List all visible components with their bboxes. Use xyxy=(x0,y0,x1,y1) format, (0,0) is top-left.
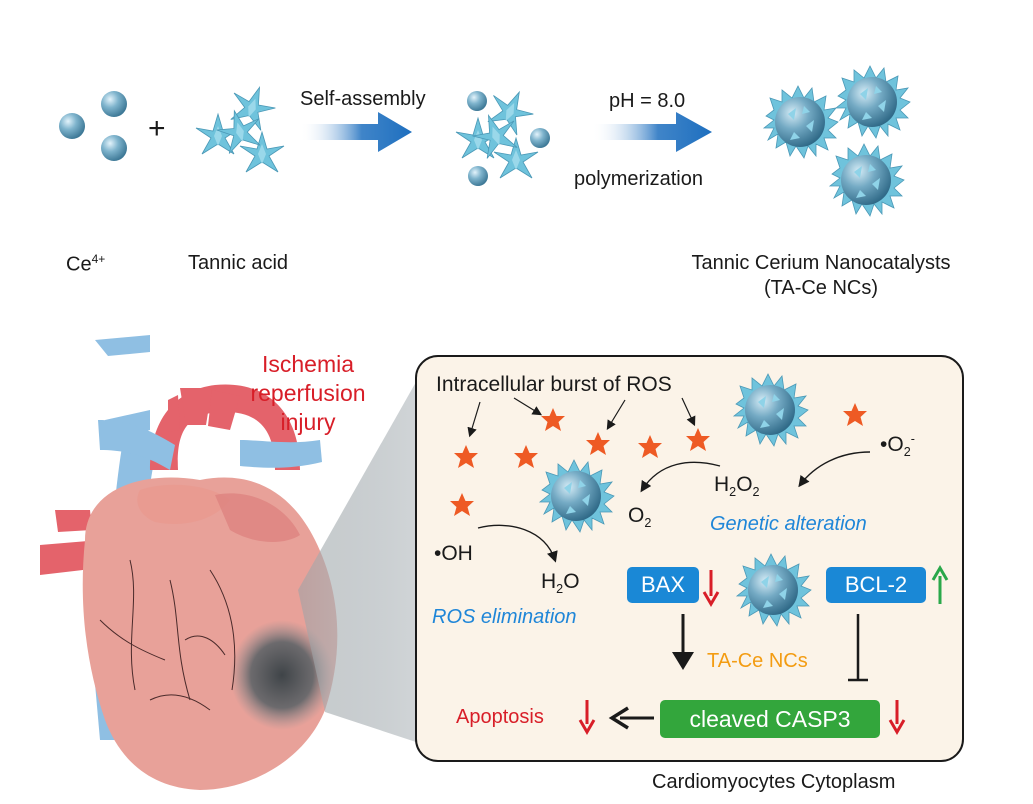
water-label: H2O xyxy=(541,570,580,597)
superoxide-to-h2o2-arrow xyxy=(798,451,871,488)
cytoplasm-panel xyxy=(415,355,964,762)
ce-ion-label: Ce4+ xyxy=(66,252,106,276)
self-assembly-arrow xyxy=(300,112,412,152)
bcl2-box: BCL-2 xyxy=(826,567,926,603)
ta-ce-ncs-label: TA-Ce NCs xyxy=(707,650,808,672)
ce-ions xyxy=(59,91,127,161)
h2o2-to-o2-arrow xyxy=(640,461,721,493)
self-assembled-complex xyxy=(455,82,550,186)
ros-elimination-label: ROS elimination xyxy=(432,606,577,628)
superoxide-label: •O2- xyxy=(880,432,915,460)
ischemia-label: Ischemia reperfusion injury xyxy=(250,351,366,435)
casp3-to-apoptosis-arrow xyxy=(608,706,654,730)
bax-to-casp3-arrow xyxy=(672,614,694,670)
product-label: Tannic Cerium Nanocatalysts (TA-Ce NCs) xyxy=(691,252,951,299)
bcl2-up-arrow xyxy=(931,565,949,604)
polymerization-label: polymerization xyxy=(574,168,703,190)
h2o2-label: H2O2 xyxy=(714,473,760,500)
bax-box: BAX xyxy=(627,567,699,603)
tannic-acid-molecule xyxy=(195,79,285,173)
bax-down-arrow xyxy=(702,570,720,607)
ros-burst-label: Intracellular burst of ROS xyxy=(436,373,672,396)
apoptosis-down-arrow xyxy=(578,700,596,735)
oh-to-h2o-arrow xyxy=(477,524,558,563)
tannic-acid-label: Tannic acid xyxy=(188,252,289,274)
casp3-down-arrow xyxy=(888,700,906,735)
apoptosis-label: Apoptosis xyxy=(456,706,544,728)
zoom-cone xyxy=(298,382,416,742)
heart-illustration xyxy=(40,335,338,790)
self-assembly-label: Self-assembly xyxy=(300,88,426,110)
ros-burst-arrows xyxy=(467,397,696,438)
hydroxyl-label: •OH xyxy=(434,542,473,565)
polymerization-arrow xyxy=(592,112,712,152)
ta-ce-nanocatalysts xyxy=(763,65,911,217)
cleaved-casp3-box: cleaved CASP3 xyxy=(660,700,880,738)
compartment-label: Cardiomyocytes Cytoplasm xyxy=(652,771,896,793)
genetic-alteration-label: Genetic alteration xyxy=(710,513,867,535)
plus-sign: + xyxy=(148,112,166,145)
bcl2-inhibit-line xyxy=(848,614,868,682)
ph-label: pH = 8.0 xyxy=(609,90,686,112)
o2-label: O2 xyxy=(628,504,652,531)
